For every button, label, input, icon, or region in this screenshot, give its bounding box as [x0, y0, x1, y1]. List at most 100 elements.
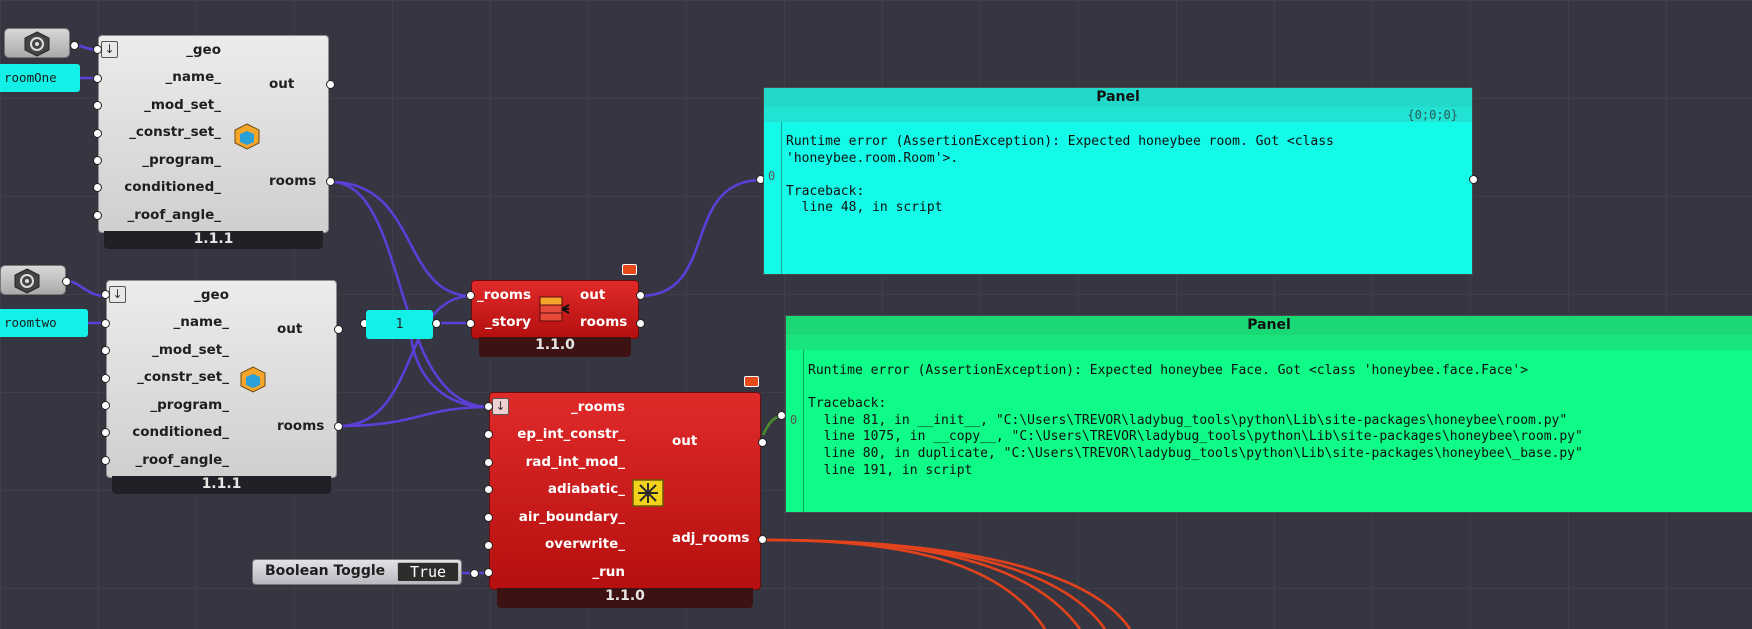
- input-conditioned-label: conditioned_: [124, 179, 221, 195]
- input-geo-label: _geo: [186, 42, 221, 58]
- expand-arrow-icon[interactable]: ↓: [109, 286, 126, 303]
- input-roof-angle-label: _roof_angle_: [127, 207, 222, 223]
- panel-1[interactable]: Panel {0;0;0} 0 Runtime error (Assertion…: [763, 87, 1473, 275]
- boolean-toggle-output-port[interactable]: [470, 569, 479, 578]
- version-label: 1.1.1: [112, 476, 331, 494]
- input-air-boundary-label: air_boundary_: [518, 509, 625, 525]
- geometry-param-1-output-port[interactable]: [70, 41, 79, 50]
- port-in[interactable]: [466, 319, 475, 328]
- port-out[interactable]: [326, 177, 335, 186]
- port-in[interactable]: [101, 374, 110, 383]
- version-label: 1.1.0: [479, 337, 631, 357]
- number-param-output-port[interactable]: [432, 319, 441, 328]
- port-in[interactable]: [101, 319, 110, 328]
- port-out[interactable]: [636, 291, 645, 300]
- panel-2[interactable]: Panel 0 Runtime error (AssertionExceptio…: [785, 315, 1752, 513]
- panel-2-index-divider: [803, 350, 804, 512]
- input-program-label: _program_: [142, 152, 221, 168]
- expand-arrow-icon[interactable]: ↓: [492, 398, 509, 415]
- panel-2-header-strip: [786, 335, 1752, 350]
- port-in[interactable]: [484, 541, 493, 550]
- panel-1-path: {0;0;0}: [1407, 108, 1458, 122]
- spiral-hexagon-icon: [14, 268, 40, 294]
- output-adj-rooms-label: adj_rooms: [672, 530, 750, 546]
- geometry-param-2[interactable]: [0, 265, 66, 295]
- input-rooms-label: _rooms: [570, 399, 625, 415]
- solve-adjacency-icon: [632, 479, 664, 507]
- input-rad-int-mod-label: rad_int_mod_: [525, 454, 625, 470]
- port-in[interactable]: [466, 291, 475, 300]
- wire-rooms1-adj-rooms: [330, 180, 491, 409]
- port-out[interactable]: [636, 319, 645, 328]
- room-component-1[interactable]: ↓ _geo _name_ _mod_set_ _constr_set_ _pr…: [98, 35, 329, 233]
- port-in[interactable]: [101, 456, 110, 465]
- input-adiabatic-label: adiabatic_: [547, 481, 625, 497]
- input-rooms-label: _rooms: [476, 287, 531, 303]
- port-in[interactable]: [484, 458, 493, 467]
- boolean-toggle[interactable]: Boolean Toggle True: [252, 559, 462, 585]
- solve-adjacency-component[interactable]: ↓ _rooms ep_int_constr_ rad_int_mod_ adi…: [489, 392, 761, 590]
- port-in[interactable]: [93, 183, 102, 192]
- number-param[interactable]: 1: [366, 310, 433, 339]
- input-constr-set-label: _constr_set_: [137, 369, 229, 385]
- panel-1-title: Panel: [764, 88, 1472, 108]
- honeybee-room-icon: [240, 366, 266, 393]
- geometry-param-2-output-port[interactable]: [62, 277, 71, 286]
- warning-flag-icon[interactable]: [744, 376, 759, 387]
- name-param-1[interactable]: roomOne: [0, 64, 80, 92]
- port-in[interactable]: [484, 513, 493, 522]
- port-in[interactable]: [484, 402, 493, 411]
- name-param-2[interactable]: roomtwo: [0, 309, 88, 337]
- set-story-component[interactable]: _rooms _story out rooms: [471, 280, 639, 339]
- output-out-label: out: [277, 321, 303, 337]
- port-in[interactable]: [101, 290, 110, 299]
- port-in[interactable]: [93, 45, 102, 54]
- set-story-icon: [539, 296, 570, 322]
- port-in[interactable]: [93, 101, 102, 110]
- input-mod-set-label: _mod_set_: [144, 97, 221, 113]
- port-out[interactable]: [758, 438, 767, 447]
- input-constr-set-label: _constr_set_: [129, 124, 221, 140]
- port-in[interactable]: [101, 428, 110, 437]
- port-out[interactable]: [326, 80, 335, 89]
- port-in[interactable]: [101, 346, 110, 355]
- port-in[interactable]: [484, 430, 493, 439]
- wire-rooms1-story-rooms: [330, 180, 473, 298]
- port-in[interactable]: [484, 485, 493, 494]
- wire-story-panel: [639, 178, 763, 298]
- port-in[interactable]: [93, 156, 102, 165]
- output-out-label: out: [269, 76, 295, 92]
- panel-2-index: 0: [790, 413, 798, 427]
- port-in[interactable]: [484, 568, 493, 577]
- input-mod-set-label: _mod_set_: [152, 342, 229, 358]
- boolean-toggle-value[interactable]: True: [397, 562, 459, 582]
- honeybee-room-icon: [234, 123, 260, 150]
- port-out[interactable]: [334, 422, 343, 431]
- expand-arrow-icon[interactable]: ↓: [101, 41, 118, 58]
- input-overwrite-label: overwrite_: [544, 536, 625, 552]
- wire-geo-2: [65, 279, 107, 298]
- panel-1-output-port[interactable]: [1469, 175, 1478, 184]
- output-rooms-label: rooms: [277, 418, 325, 434]
- input-story-label: _story: [485, 314, 531, 330]
- geometry-param-1[interactable]: [4, 28, 70, 58]
- room-component-2[interactable]: ↓ _geo _name_ _mod_set_ _constr_set_ _pr…: [106, 280, 337, 478]
- port-in[interactable]: [93, 74, 102, 83]
- input-name-label: _name_: [165, 69, 221, 85]
- port-in[interactable]: [93, 129, 102, 138]
- warning-flag-icon[interactable]: [622, 264, 637, 275]
- port-out[interactable]: [334, 325, 343, 334]
- input-roof-angle-label: _roof_angle_: [135, 452, 230, 468]
- panel-1-index-divider: [781, 122, 782, 274]
- output-out-label: out: [580, 287, 606, 303]
- input-name-label: _name_: [173, 314, 229, 330]
- input-program-label: _program_: [150, 397, 229, 413]
- panel-2-title: Panel: [786, 316, 1752, 336]
- port-out[interactable]: [758, 535, 767, 544]
- panel-2-text: Runtime error (AssertionException): Expe…: [808, 363, 1583, 478]
- port-in[interactable]: [101, 401, 110, 410]
- wire-adj-rooms-out-4: [763, 538, 1132, 629]
- port-in[interactable]: [93, 211, 102, 220]
- spiral-hexagon-icon: [24, 31, 50, 57]
- version-label: 1.1.0: [497, 588, 753, 608]
